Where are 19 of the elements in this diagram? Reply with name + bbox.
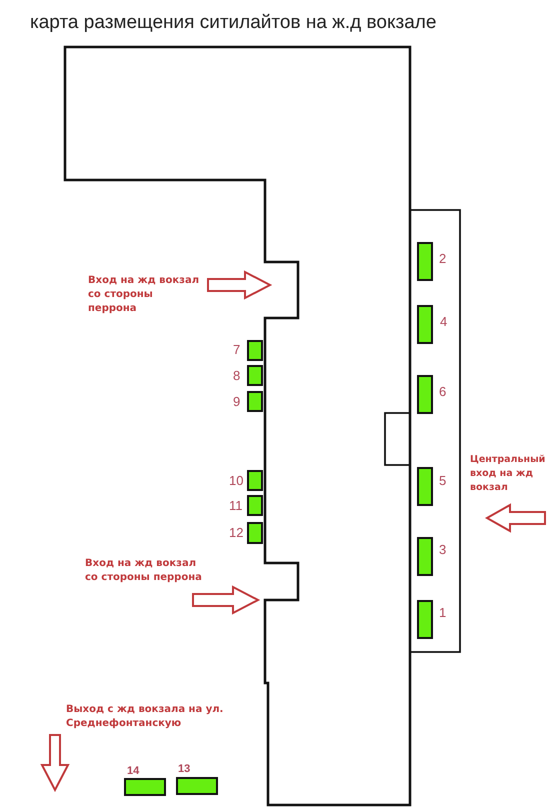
stand-number: 11 [229, 499, 242, 513]
entrance-note: Вход на жд вокзал со стороны перрона [88, 274, 200, 316]
stand-number: 3 [439, 543, 446, 557]
stand-number: 12 [229, 526, 244, 540]
entrance-note: Центральный вход на жд вокзал [470, 453, 546, 495]
stand-number: 9 [233, 395, 240, 409]
stand-number: 8 [233, 369, 240, 383]
stand-number: 7 [233, 343, 240, 357]
stand-number: 10 [229, 474, 244, 488]
stand-number: 1 [439, 606, 446, 620]
stand-number: 6 [439, 385, 446, 399]
entrance-note: Вход на жд вокзал со стороны перрона [85, 557, 203, 585]
stand-number: 13 [178, 762, 190, 776]
stand-number: 14 [127, 764, 140, 778]
map-title: карта размещения ситилайтов на ж.д вокзале [30, 12, 436, 34]
stand-number: 5 [439, 474, 446, 488]
stand-number: 2 [439, 252, 446, 266]
stand-number: 4 [440, 315, 448, 329]
entrance-note: Выход с жд вокзала на ул. Среднефонтанскую [66, 703, 224, 731]
